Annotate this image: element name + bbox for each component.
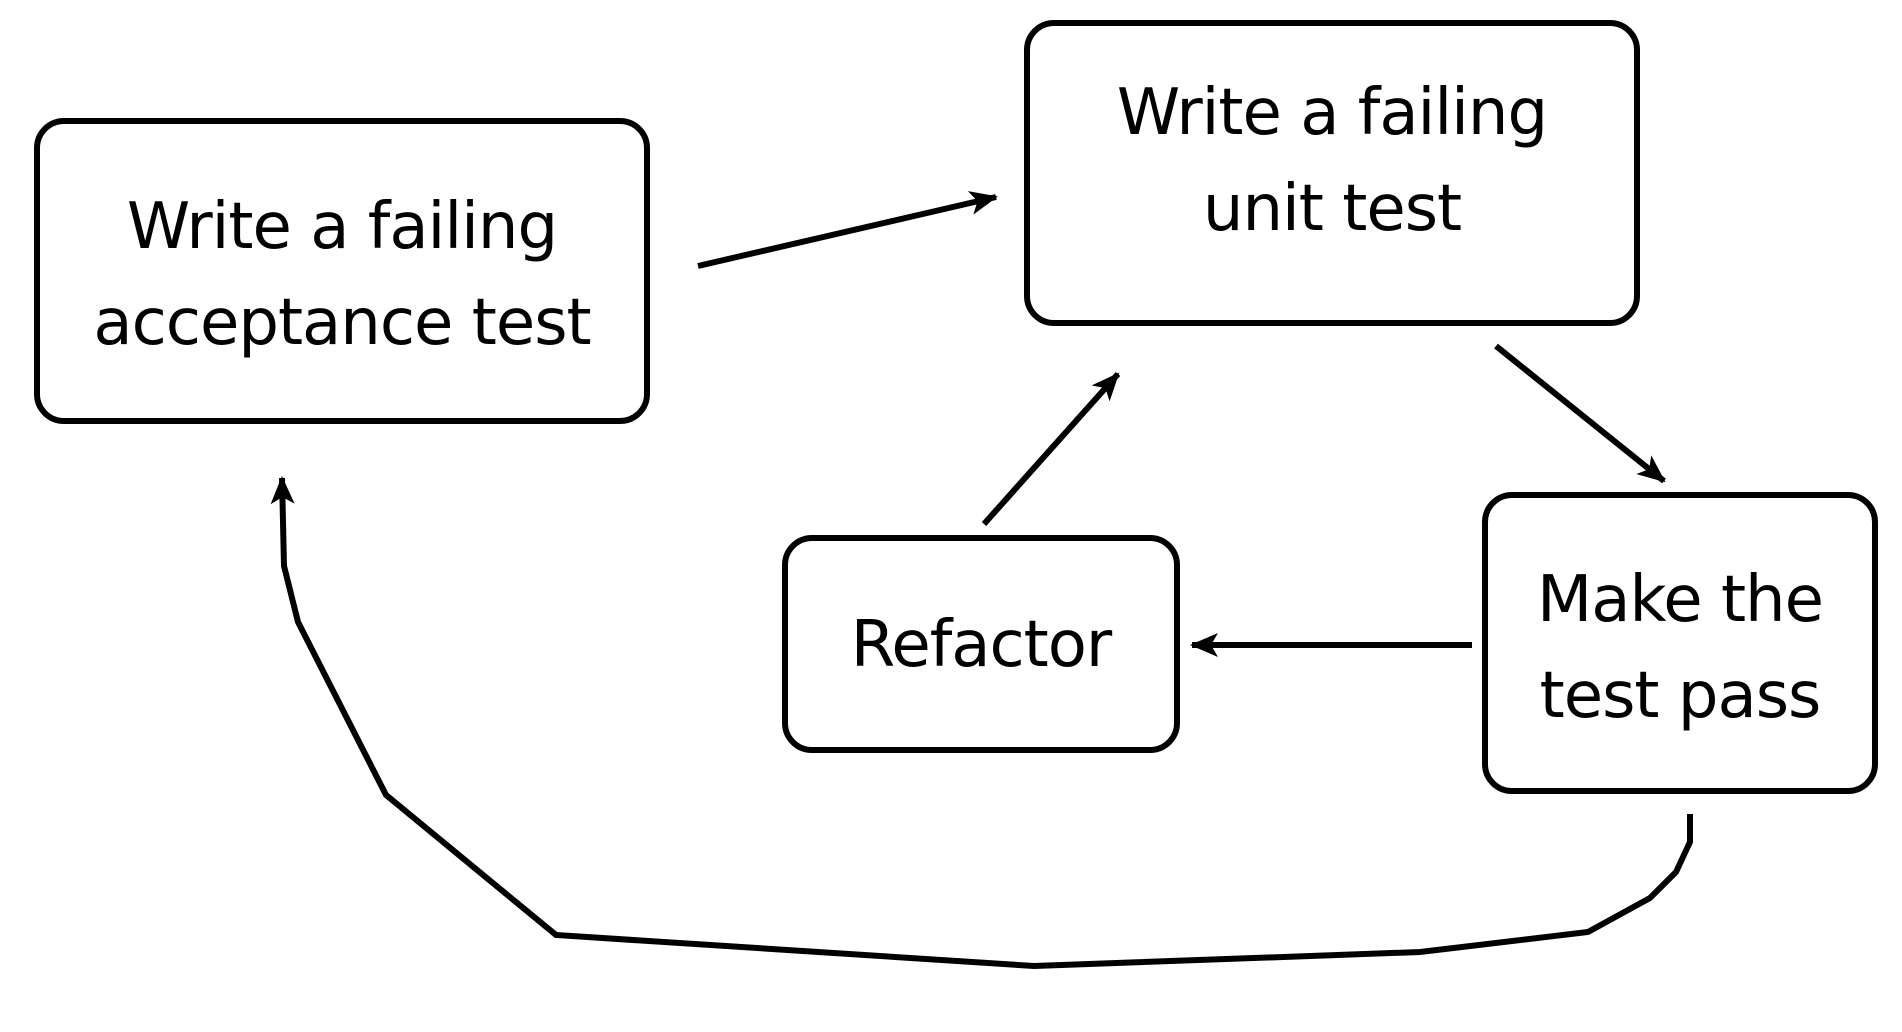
arrow-pass-to-acceptance [270, 476, 1693, 970]
node-write-failing-acceptance-test: Write a failing acceptance test [34, 118, 650, 424]
node-label: Refactor [850, 608, 1112, 682]
node-write-failing-unit-test: Write a failing unit test [1024, 20, 1640, 326]
arrow-refactor-to-unit [981, 372, 1121, 526]
node-label: Write a failing acceptance test [93, 190, 591, 360]
arrow-acceptance-to-unit [697, 191, 998, 269]
node-label: Make the test pass [1537, 563, 1824, 733]
node-make-test-pass: Make the test pass [1482, 492, 1878, 794]
node-label: Write a failing unit test [1116, 76, 1548, 246]
arrow-unit-to-pass [1494, 343, 1666, 484]
node-refactor: Refactor [782, 535, 1180, 753]
